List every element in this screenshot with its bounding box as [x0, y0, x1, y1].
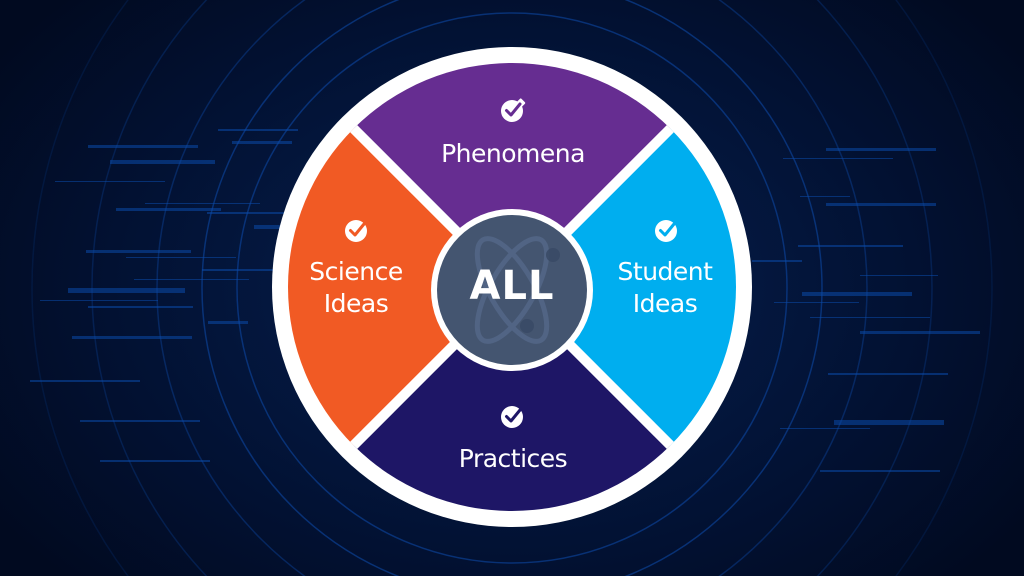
segment-right: [512, 63, 736, 511]
label-line: Ideas: [323, 289, 389, 318]
atom-icon: [474, 236, 550, 344]
check-circle-icon: [501, 406, 523, 428]
segment-label-science-ideas: Science Ideas: [309, 256, 403, 320]
label-line: Phenomena: [441, 139, 585, 168]
segment-top: [288, 63, 736, 287]
segment-label-phenomena: Phenomena: [441, 138, 585, 170]
segment-label-student-ideas: Student Ideas: [618, 256, 713, 320]
segment-bottom: [288, 287, 736, 511]
segment-label-practices: Practices: [458, 443, 568, 475]
segment-left: [288, 63, 512, 511]
center-label: ALL: [469, 263, 555, 309]
label-line: Science: [309, 257, 403, 286]
label-line: Student: [617, 257, 713, 286]
label-line: Ideas: [632, 289, 698, 318]
check-circle-icon: [655, 220, 677, 242]
label-line: Practices: [458, 444, 568, 473]
check-circle-icon: [345, 220, 367, 242]
check-circle-icon: [501, 98, 526, 122]
